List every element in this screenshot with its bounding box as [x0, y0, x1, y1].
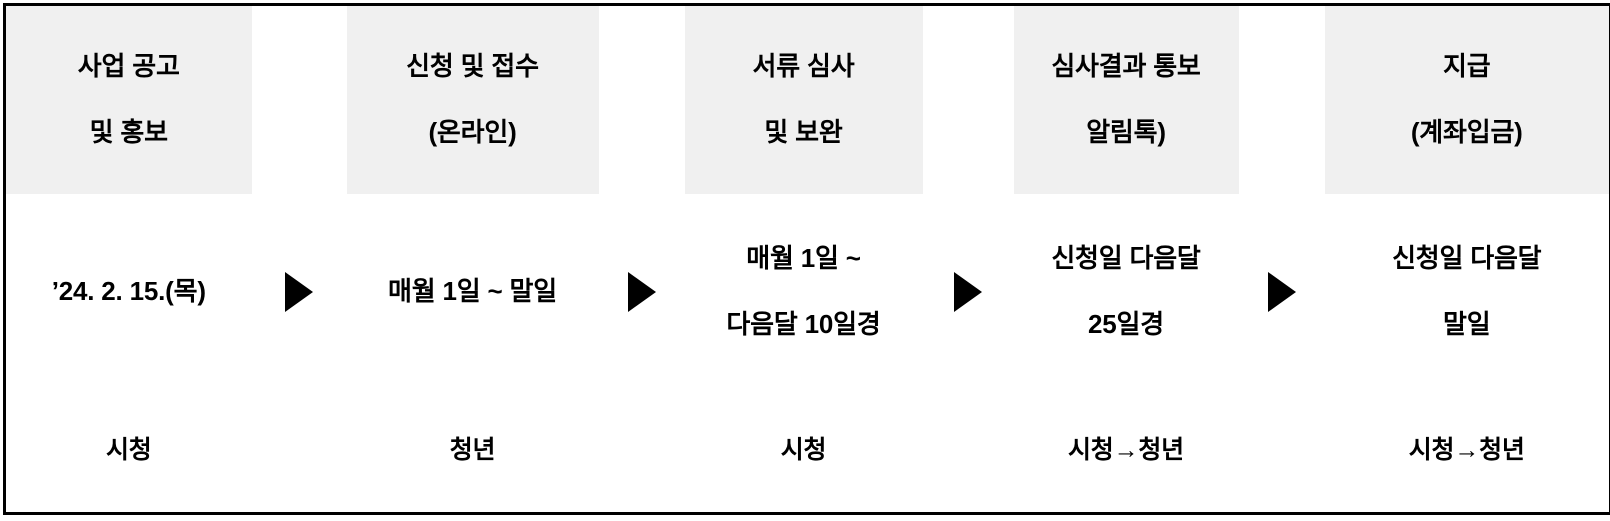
- process-flow-table: 사업 공고 및 홍보 신청 및 접수 (온라인) 서류 심사 및 보완: [3, 3, 1610, 515]
- arrow-right-icon: [954, 272, 982, 312]
- arrow-4-cell: [1239, 194, 1325, 390]
- stage-1-header-text: 사업 공고 및 홍보: [6, 52, 252, 148]
- stage-2-schedule-line-1: 매월 1일 ~ 말일: [347, 277, 599, 307]
- stage-actor-row: 시청 청년 시청 시청→청년 시청→청년: [5, 390, 1610, 514]
- stage-1-actor-text: 시청: [6, 436, 252, 465]
- arrow-2-actor-spacer: [599, 390, 685, 514]
- stage-4-actor-text: 시청→청년: [1014, 436, 1239, 465]
- stage-3-schedule-line-1: 매월 1일 ~: [685, 244, 923, 274]
- arrow-right-icon: [628, 272, 656, 312]
- stage-4-header-line-1: 심사결과 통보: [1014, 52, 1239, 82]
- stage-5-actor-cell: 시청→청년: [1325, 390, 1610, 514]
- stage-1-schedule-line-1: ’24. 2. 15.(목): [6, 277, 252, 307]
- stage-1-schedule-text: ’24. 2. 15.(목): [6, 277, 252, 307]
- stage-4-header-line-2: 알림톡): [1014, 118, 1239, 148]
- stage-4-schedule-cell: 신청일 다음달 25일경: [1014, 194, 1239, 390]
- stage-2-actor-text: 청년: [347, 436, 599, 465]
- stage-3-header-line-2: 및 보완: [685, 118, 923, 148]
- stage-3-header-cell: 서류 심사 및 보완: [685, 5, 923, 194]
- arrow-2-cell: [599, 194, 685, 390]
- arrow-4-actor-spacer: [1239, 390, 1325, 514]
- arrow-right-icon: [285, 272, 313, 312]
- arrow-1-cell: [252, 194, 347, 390]
- arrow-3-cell: [923, 194, 1014, 390]
- process-flow-diagram: 사업 공고 및 홍보 신청 및 접수 (온라인) 서류 심사 및 보완: [0, 3, 1610, 521]
- arrow-1-header-spacer: [252, 5, 347, 194]
- stage-2-header-line-1: 신청 및 접수: [347, 52, 599, 82]
- stage-5-schedule-text: 신청일 다음달 말일: [1325, 244, 1610, 340]
- stage-4-schedule-line-2: 25일경: [1014, 310, 1239, 340]
- stage-5-schedule-cell: 신청일 다음달 말일: [1325, 194, 1610, 390]
- stage-1-schedule-cell: ’24. 2. 15.(목): [5, 194, 252, 390]
- arrow-right-icon: [1268, 272, 1296, 312]
- arrow-2-header-spacer: [599, 5, 685, 194]
- arrow-4-header-spacer: [1239, 5, 1325, 194]
- stage-2-header-text: 신청 및 접수 (온라인): [347, 52, 599, 148]
- stage-3-actor-cell: 시청: [685, 390, 923, 514]
- stage-4-header-text: 심사결과 통보 알림톡): [1014, 52, 1239, 148]
- stage-1-header-line-2: 및 홍보: [6, 118, 252, 148]
- stage-3-header-text: 서류 심사 및 보완: [685, 52, 923, 148]
- stage-1-header-cell: 사업 공고 및 홍보: [5, 5, 252, 194]
- stage-4-schedule-text: 신청일 다음달 25일경: [1014, 244, 1239, 340]
- arrow-1-actor-spacer: [252, 390, 347, 514]
- stage-2-header-cell: 신청 및 접수 (온라인): [347, 5, 599, 194]
- stage-3-schedule-text: 매월 1일 ~ 다음달 10일경: [685, 244, 923, 340]
- stage-3-header-line-1: 서류 심사: [685, 52, 923, 82]
- stage-5-header-text: 지급 (계좌입금): [1325, 52, 1610, 148]
- arrow-3-actor-spacer: [923, 390, 1014, 514]
- stage-5-schedule-line-1: 신청일 다음달: [1325, 244, 1610, 274]
- stage-5-header-cell: 지급 (계좌입금): [1325, 5, 1610, 194]
- arrow-3-header-spacer: [923, 5, 1014, 194]
- stage-4-actor-cell: 시청→청년: [1014, 390, 1239, 514]
- stage-1-actor-cell: 시청: [5, 390, 252, 514]
- stage-2-actor-cell: 청년: [347, 390, 599, 514]
- stage-header-row: 사업 공고 및 홍보 신청 및 접수 (온라인) 서류 심사 및 보완: [5, 5, 1610, 194]
- stage-4-schedule-line-1: 신청일 다음달: [1014, 244, 1239, 274]
- stage-2-schedule-text: 매월 1일 ~ 말일: [347, 277, 599, 307]
- stage-1-header-line-1: 사업 공고: [6, 52, 252, 82]
- stage-3-schedule-cell: 매월 1일 ~ 다음달 10일경: [685, 194, 923, 390]
- stage-5-schedule-line-2: 말일: [1325, 310, 1610, 340]
- stage-5-actor-text: 시청→청년: [1325, 436, 1610, 465]
- stage-3-actor-text: 시청: [685, 436, 923, 465]
- stage-3-schedule-line-2: 다음달 10일경: [685, 310, 923, 340]
- stage-2-schedule-cell: 매월 1일 ~ 말일: [347, 194, 599, 390]
- stage-5-header-line-2: (계좌입금): [1325, 118, 1610, 148]
- stage-2-header-line-2: (온라인): [347, 118, 599, 148]
- stage-5-header-line-1: 지급: [1325, 52, 1610, 82]
- stage-4-header-cell: 심사결과 통보 알림톡): [1014, 5, 1239, 194]
- stage-schedule-row: ’24. 2. 15.(목) 매월 1일 ~ 말일 매월 1일 ~: [5, 194, 1610, 390]
